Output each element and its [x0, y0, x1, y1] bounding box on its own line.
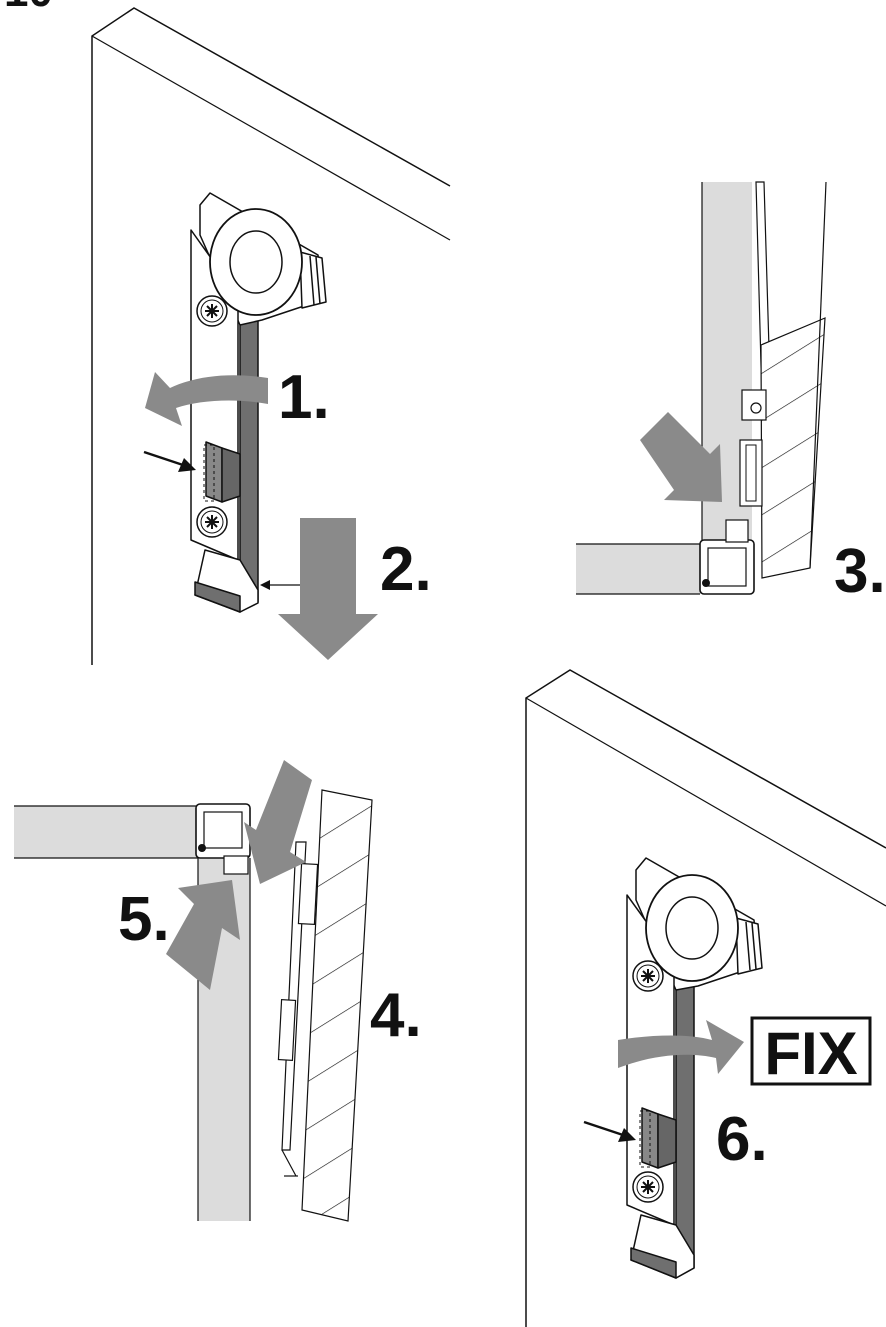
fix-label: FIX [764, 1020, 857, 1087]
screw-icon [632, 960, 664, 992]
step-6-label: 6. [716, 1105, 768, 1174]
roller-wheel-right [645, 874, 739, 982]
thin-pointer-arrow-icon [260, 580, 300, 590]
roller-wheel-left [209, 208, 303, 316]
page-number: 10 [4, 0, 53, 16]
fix-badge: FIX [750, 1016, 872, 1087]
screw-icon [196, 506, 228, 538]
step-2-label: 2. [380, 535, 432, 604]
track-cross-section-3 [576, 181, 827, 595]
door-panel-top-left [91, 7, 451, 665]
step-3-label: 3. [834, 537, 886, 606]
door-panel-bottom-right [525, 669, 886, 1327]
down-left-arrow-icon [244, 760, 312, 884]
step-1-label: 1. [278, 363, 330, 432]
screw-icon [632, 1171, 664, 1203]
rotate-arrow-icon [145, 372, 268, 426]
down-arrow-icon [278, 518, 378, 660]
up-right-arrow-icon [166, 880, 240, 990]
diagonal-arrow-icon [640, 412, 722, 502]
pointer-arrow-icon [583, 1120, 636, 1142]
rotate-arrow-icon [618, 1020, 744, 1074]
screw-icon [196, 295, 228, 327]
step-5-label: 5. [118, 885, 170, 954]
step-4-label: 4. [370, 981, 422, 1050]
pointer-arrow-icon [143, 450, 196, 472]
track-cross-section-45 [14, 789, 373, 1222]
